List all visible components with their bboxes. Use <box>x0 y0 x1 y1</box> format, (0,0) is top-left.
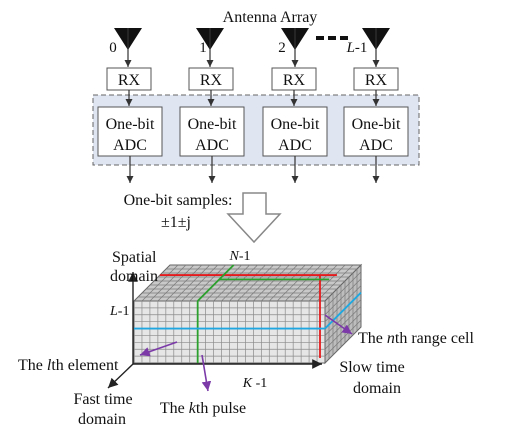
fast-time-label-1: Fast time <box>73 391 132 408</box>
adc-line1-1: One-bit <box>188 116 237 133</box>
adc-line1-0: One-bit <box>106 116 155 133</box>
antenna-column-2: 2 RX One-bit ADC <box>262 28 328 183</box>
cube-top-grid-line <box>165 264 203 302</box>
cube-top-grid-line <box>284 264 322 302</box>
cube-right-grid-line <box>324 306 362 343</box>
slow-time-label-1: Slow time <box>339 359 404 376</box>
label-n-minus-1: N-1 <box>228 249 250 264</box>
cube-top-grid-line <box>205 264 242 302</box>
cube-top-grid-line <box>189 264 226 302</box>
label-k-minus-1: K -1 <box>242 376 268 391</box>
cube-top-grid-line <box>141 264 179 302</box>
antenna-index-2: 2 <box>278 40 286 56</box>
pulse-highlight-top <box>197 264 235 302</box>
adc-box-1 <box>179 106 245 157</box>
cube-right-grid-line <box>324 299 362 336</box>
adc-line1-2: One-bit <box>271 116 320 133</box>
range-cell-label: The nth range cell <box>358 330 475 347</box>
antenna-column-last: L-1 RX One-bit ADC <box>343 28 409 183</box>
range-cell-pointer <box>324 314 353 335</box>
cube-right-grid-line <box>324 271 362 309</box>
cube-top-grid-line <box>245 264 282 302</box>
cube-top-grid-line <box>308 264 346 302</box>
slow-time-label-2: domain <box>353 380 401 397</box>
cube-right-grid-line <box>324 319 362 357</box>
adc-line2-2: ADC <box>278 137 312 154</box>
cube-top-grid-line <box>149 264 187 302</box>
adc-line2-last: ADC <box>359 137 393 154</box>
cube-top-grid-line <box>221 264 258 302</box>
antenna-index-1: 1 <box>199 40 207 56</box>
cube-top-grid-line <box>277 264 314 302</box>
cube-top-grid-line <box>261 264 298 302</box>
element-pointer <box>139 341 178 357</box>
adc-line2-1: ADC <box>195 137 229 154</box>
antenna-array-title: Antenna Array <box>223 9 318 26</box>
cube-top-grid-line <box>213 264 250 302</box>
cube-top-grid-line <box>253 264 290 302</box>
data-cube <box>132 263 363 365</box>
element-label: The lth element <box>18 357 119 374</box>
cube-top-grid-line <box>316 264 354 302</box>
samples-value: ±1±j <box>161 214 191 231</box>
cube-right-grid-line <box>324 278 362 316</box>
antenna-column-0: 0 RX One-bit ADC <box>97 28 163 183</box>
adc-box-0 <box>97 106 163 157</box>
antenna-index-0: 0 <box>109 40 117 56</box>
fast-time-label-2: domain <box>78 411 126 428</box>
cube-top-grid-line <box>237 264 274 302</box>
antenna-column-1: 1 RX One-bit ADC <box>179 28 245 183</box>
pulse-label: The kth pulse <box>160 400 246 417</box>
cube-top-grid-line <box>173 264 211 302</box>
adc-box-last <box>343 106 409 157</box>
adc-line2-0: ADC <box>113 137 147 154</box>
adc-line1-last: One-bit <box>352 116 401 133</box>
rx-label-last: RX <box>365 72 388 89</box>
antenna-index-last: L-1 <box>346 40 368 56</box>
spatial-domain-label-2: domain <box>110 268 158 285</box>
rx-label-1: RX <box>200 72 223 89</box>
fast-time-axis <box>107 363 134 389</box>
cube-top-grid-line <box>157 264 195 302</box>
cube-top-grid-line <box>181 264 218 302</box>
samples-label: One-bit samples: <box>124 192 233 209</box>
flow-down-arrow <box>226 192 282 244</box>
element-highlight-side <box>324 291 362 330</box>
cube-right-grid-line <box>324 285 362 322</box>
rx-label-0: RX <box>118 72 141 89</box>
adc-box-2 <box>262 106 328 157</box>
pulse-pointer <box>201 354 212 392</box>
spatial-domain-label-1: Spatial <box>112 249 157 266</box>
cube-top-grid-line <box>269 264 306 302</box>
cube-top-grid-line <box>292 264 330 302</box>
rx-label-2: RX <box>283 72 306 89</box>
label-l-minus-1: L-1 <box>109 304 129 319</box>
cube-top-grid-line <box>229 264 266 302</box>
